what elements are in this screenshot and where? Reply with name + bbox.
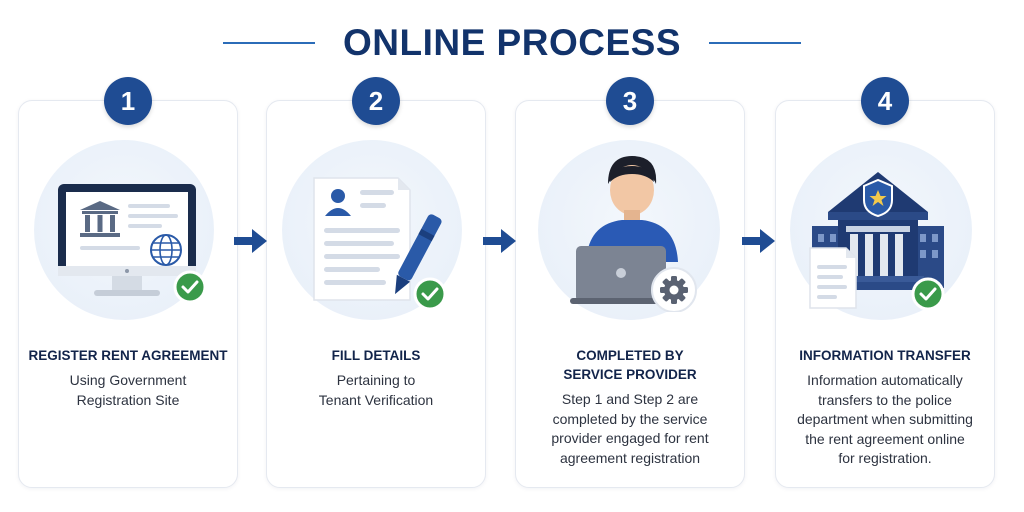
person-laptop-gear-icon <box>570 156 697 312</box>
document-pen-icon <box>313 177 447 311</box>
step-heading-2: FILL DETAILS <box>331 348 421 363</box>
title-divider-right <box>709 42 801 44</box>
page-title: ONLINE PROCESS <box>343 22 681 63</box>
title-bar: ONLINE PROCESS <box>0 18 1024 68</box>
step-number-4: 4 <box>861 77 909 125</box>
step-description-4: Information automatically transfers to t… <box>797 372 973 466</box>
title-divider-left <box>223 42 315 44</box>
step-description-1: Using Government Registration Site <box>69 372 187 408</box>
arrow-right-icon <box>742 229 775 253</box>
arrow-right-icon <box>234 229 267 253</box>
step-number-3: 3 <box>606 77 654 125</box>
arrow-right-icon <box>483 229 516 253</box>
step-heading-4: INFORMATION TRANSFER <box>799 348 971 363</box>
step-number-2: 2 <box>352 77 400 125</box>
step-number-1: 1 <box>104 77 152 125</box>
step-description-2: Pertaining to Tenant Verification <box>318 372 434 408</box>
step-heading-1: REGISTER RENT AGREEMENT <box>28 348 228 363</box>
computer-government-site-icon <box>58 184 207 304</box>
step-description-3: Step 1 and Step 2 are completed by the s… <box>551 391 709 466</box>
step-heading-3: COMPLETED BY SERVICE PROVIDER <box>563 348 697 382</box>
police-building-icon <box>809 172 945 311</box>
